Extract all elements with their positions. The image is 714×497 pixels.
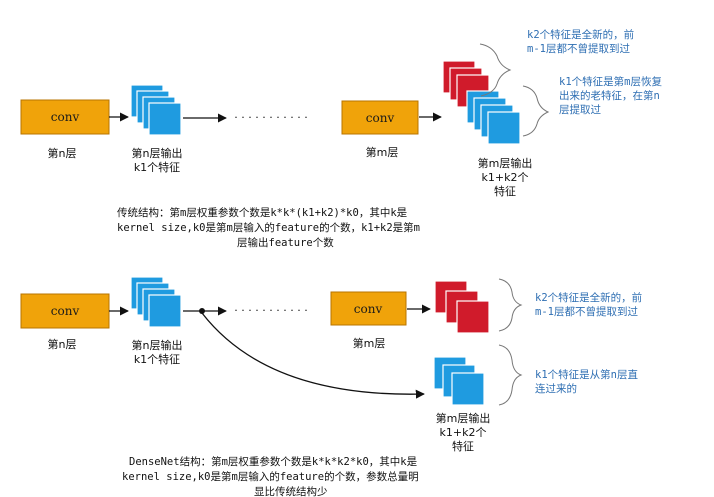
ellipsis: · · · · · · · · · · · [234, 304, 307, 317]
output-m-label: 特征 [452, 439, 474, 453]
caption-densenet: DenseNet结构：第m层权重参数个数是k*k*k2*k0，其中k是 [129, 455, 418, 468]
layer-n-label: 第n层 [48, 146, 77, 160]
caption-traditional: 层输出feature个数 [237, 236, 334, 249]
feature-stack-k2-red [434, 280, 490, 334]
caption-traditional: 传统结构：第m层权重参数个数是k*k*(k1+k2)*k0，其中k是 [117, 206, 408, 219]
feature-stack-k1-blue [466, 90, 521, 145]
traditional-structure: conv 第n层 第n层输出 k1个特征 · · · · · · · · · ·… [20, 28, 662, 249]
caption-traditional: kernel size,k0是第m层输入的feature的个数，k1+k2是第m [117, 221, 420, 234]
output-n-label: 第n层输出 [132, 146, 183, 160]
feature-stack-k1 [130, 84, 182, 136]
skip-connection-arrow [201, 312, 425, 399]
brace [522, 85, 550, 137]
annotation-new-features: m-1层都不曾提取到过 [527, 42, 630, 55]
conv-label: conv [366, 111, 395, 125]
layer-m-label: 第m层 [353, 336, 386, 350]
conv-label: conv [51, 304, 80, 318]
output-n-label: k1个特征 [134, 160, 180, 174]
brace [498, 344, 523, 406]
conv-block-n [20, 99, 110, 135]
annotation-direct-features: 连过来的 [535, 382, 577, 395]
caption-densenet: 显比传统结构少 [254, 485, 328, 497]
feature-stack-k1 [130, 276, 182, 328]
conv-block-m [330, 291, 407, 326]
output-m-label: 第m层输出 [436, 411, 491, 425]
output-n-label: k1个特征 [134, 352, 180, 366]
annotation-new-features: k2个特征是全新的，前 [527, 28, 634, 41]
output-m-label: k1+k2个 [440, 426, 487, 439]
branch-dot [199, 308, 205, 314]
output-m-label: k1+k2个 [482, 171, 529, 184]
layer-n-label: 第n层 [48, 337, 77, 351]
feature-stack-k1-blue [433, 356, 485, 406]
conv-label: conv [354, 302, 383, 316]
conv-label: conv [51, 110, 80, 124]
brace [498, 278, 523, 332]
output-m-label: 第m层输出 [478, 156, 533, 170]
annotation-new-features: k2个特征是全新的，前 [535, 291, 642, 304]
annotation-old-features: 出来的老特征，在第n [559, 89, 660, 102]
output-m-label: 特征 [494, 184, 516, 198]
layer-m-label: 第m层 [366, 145, 399, 159]
brace [479, 43, 512, 97]
annotation-direct-features: k1个特征是从第n层直 [535, 368, 638, 381]
output-n-label: 第n层输出 [132, 338, 183, 352]
densenet-structure: conv 第n层 第n层输出 k1个特征 · · · · · · · · · ·… [20, 276, 642, 497]
conv-block-m [341, 100, 419, 135]
annotation-old-features: 层提取过 [559, 103, 601, 116]
caption-densenet: kernel size,k0是第m层输入的feature的个数，参数总量明 [122, 470, 419, 483]
annotation-new-features: m-1层都不曾提取到过 [535, 305, 638, 318]
annotation-old-features: k1个特征是第m层恢复 [559, 75, 662, 88]
conv-block-n [20, 293, 110, 329]
ellipsis: · · · · · · · · · · · [234, 111, 307, 124]
